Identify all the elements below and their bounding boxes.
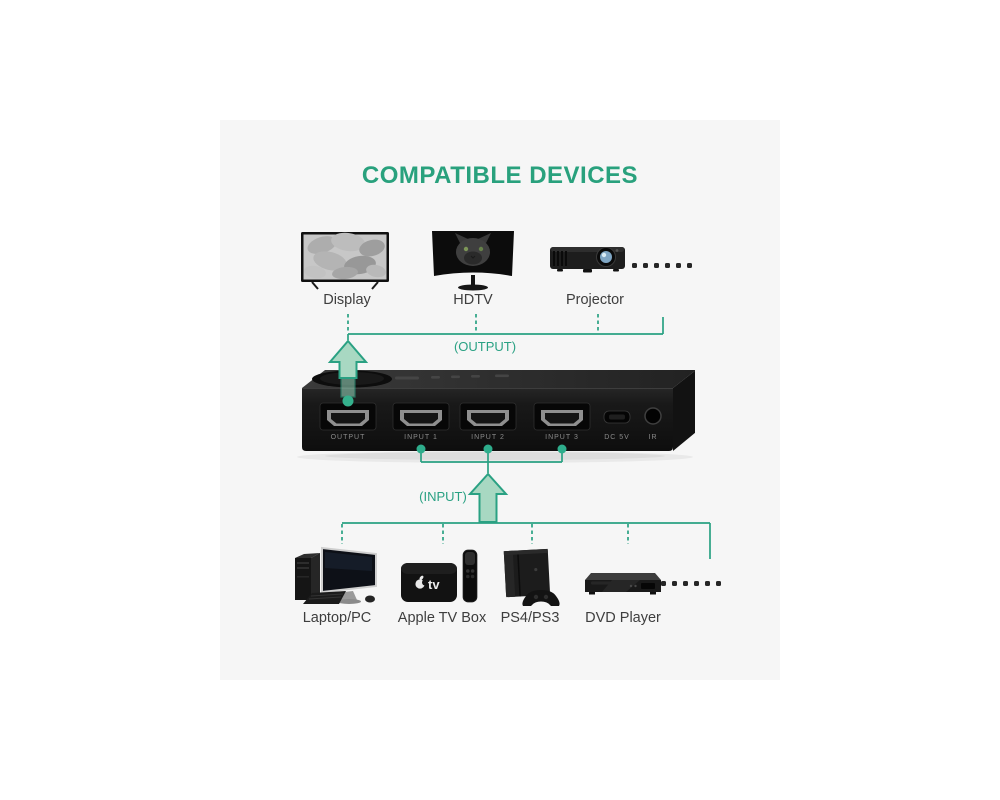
switch-top-face <box>302 370 695 388</box>
svg-text:tv: tv <box>428 577 440 592</box>
apple-tv-box-label: Apple TV Box <box>397 610 487 626</box>
more-input-devices-dots <box>661 581 721 586</box>
page-title: COMPATIBLE DEVICES <box>361 162 639 189</box>
ps4-icon <box>492 548 566 606</box>
dc5v-port-label: DC 5V <box>604 434 630 441</box>
output-section-label: (OUTPUT) <box>453 339 517 354</box>
ir-port <box>644 407 662 425</box>
hdmi-output-port <box>319 402 377 431</box>
input-section-label: (INPUT) <box>419 489 467 504</box>
display-label: Display <box>323 292 371 308</box>
projector-icon <box>549 242 629 280</box>
input2-port-label: INPUT 2 <box>471 434 505 441</box>
projector-label: Projector <box>565 292 625 308</box>
hdmi-input3-port <box>533 402 591 431</box>
switch-top-indicators <box>395 374 509 380</box>
hdtv-label: HDTV <box>453 292 493 308</box>
ps4-controller <box>522 590 560 606</box>
hdtv-icon <box>431 230 515 294</box>
input1-port-label: INPUT 1 <box>404 434 438 441</box>
ps4-ps3-label: PS4/PS3 <box>500 610 560 626</box>
ir-port-label: IR <box>649 434 658 441</box>
laptop-pc-label: Laptop/PC <box>302 610 372 626</box>
dvd-player-icon <box>582 568 664 600</box>
switch-side-face <box>673 370 695 451</box>
input-bracket-ticks <box>341 524 629 544</box>
dc-power-port <box>603 410 631 424</box>
output-bracket-ticks <box>347 314 599 333</box>
apple-logo <box>415 575 428 589</box>
dvd-player-label: DVD Player <box>585 610 661 626</box>
hdmi-input1-port <box>392 402 450 431</box>
hdmi-switch-image: OUTPUT INPUT 1 INPUT 2 INPUT 3 DC 5V IR <box>295 365 695 465</box>
input3-port-label: INPUT 3 <box>545 434 579 441</box>
apple-tv-icon: tv <box>401 548 479 604</box>
compatible-devices-panel: COMPATIBLE DEVICES <box>220 120 780 680</box>
laptop-pc-icon <box>292 546 384 608</box>
hdmi-input2-port <box>459 402 517 431</box>
more-output-devices-dots <box>632 263 692 268</box>
output-bracket-line <box>347 317 664 340</box>
output-port-label: OUTPUT <box>331 434 366 441</box>
display-tv-icon <box>300 231 392 293</box>
